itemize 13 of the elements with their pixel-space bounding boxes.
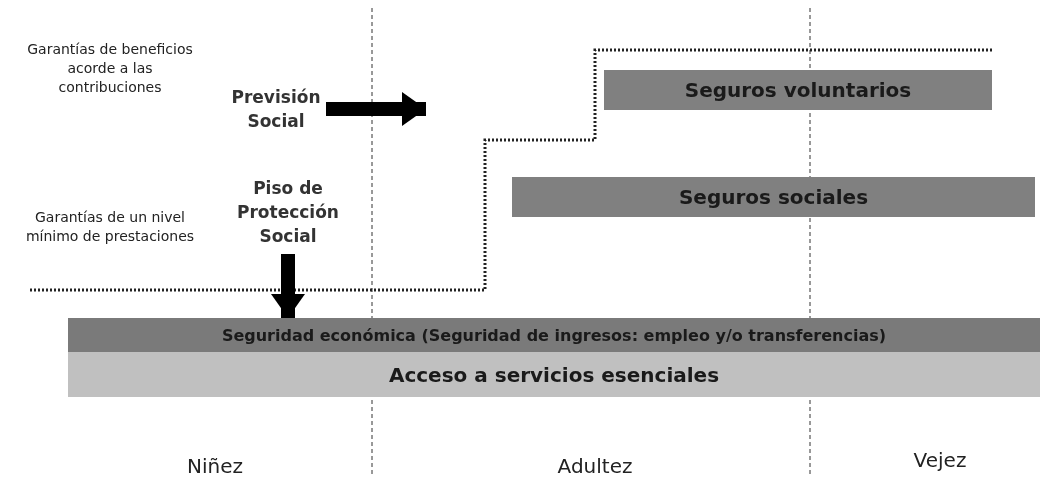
note-text: Garantías de beneficios acorde a las contribuciones (26, 40, 194, 97)
block-arrow (326, 92, 426, 126)
stage-label: Adultez (556, 453, 634, 479)
band: Seguridad económica (Seguridad de ingresos: empleo y/o transferencias) (68, 318, 1040, 352)
stage-label: Niñez (186, 453, 244, 479)
heading-text: Previsión Social (226, 84, 326, 134)
band: Seguros voluntarios (604, 70, 992, 110)
heading-text: Piso de Protección Social (240, 170, 336, 254)
block-arrow (271, 254, 305, 318)
stage-label: Vejez (912, 447, 968, 473)
note-text: Garantías de un nivel mínimo de prestaciones (24, 208, 196, 246)
band: Seguros sociales (512, 177, 1035, 217)
band: Acceso a servicios esenciales (68, 352, 1040, 397)
